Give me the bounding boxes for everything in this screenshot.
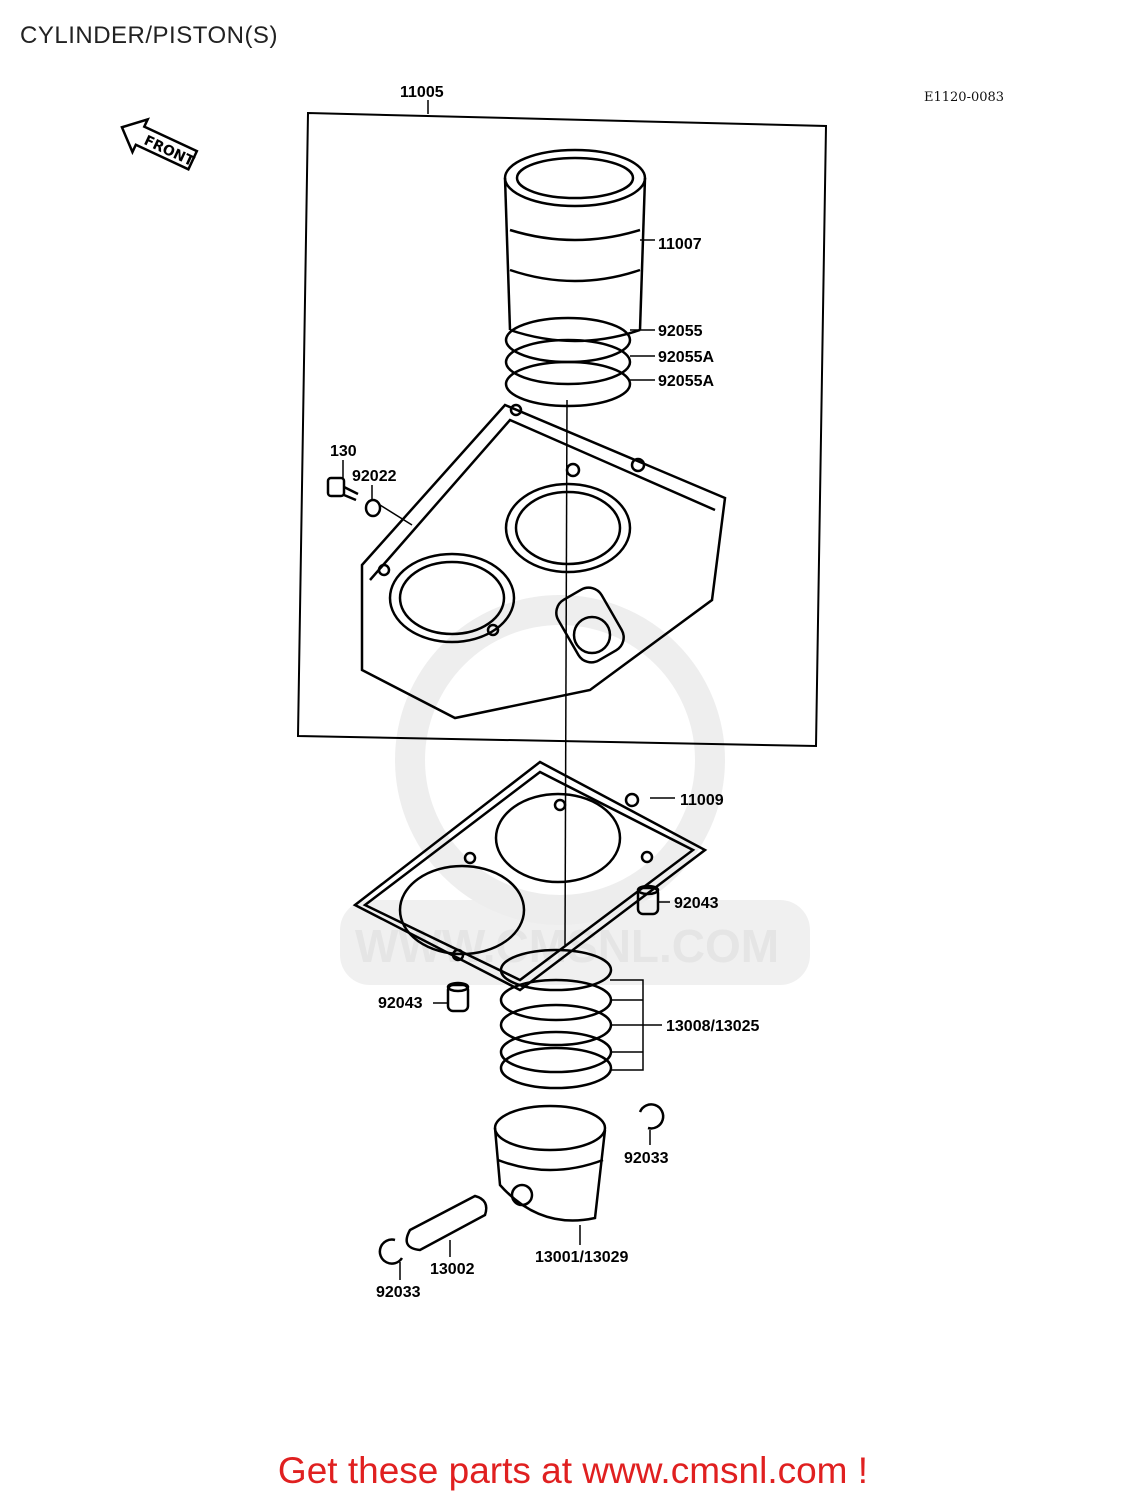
circlip-right [638, 1103, 665, 1130]
label-11005: 11005 [400, 84, 444, 101]
label-13001-13029: 13001/13029 [535, 1249, 629, 1266]
piston-pin [405, 1194, 488, 1252]
front-arrow-icon: FRONT [120, 117, 199, 171]
dowel-pin-left [446, 981, 470, 1013]
label-92055: 92055 [658, 323, 703, 340]
promo-banner[interactable]: Get these parts at www.cmsnl.com ! [0, 1450, 1146, 1492]
washer-92022 [364, 498, 382, 518]
label-130: 130 [330, 443, 357, 460]
cylinder-block [360, 403, 727, 720]
label-11009: 11009 [680, 792, 724, 809]
leader-lines [342, 239, 675, 1280]
label-13002: 13002 [430, 1261, 475, 1278]
cylinder-assembly-frame [296, 111, 828, 748]
page-title: CYLINDER/PISTON(S) [20, 22, 278, 49]
promo-link[interactable]: Get these parts at www.cmsnl.com ! [277, 1450, 869, 1491]
label-92055a-upper: 92055A [658, 349, 714, 366]
label-92055a-lower: 92055A [658, 373, 714, 390]
dowel-pin-right [636, 884, 660, 916]
diagram-reference-code: E1120-0083 [924, 90, 1005, 105]
piston [493, 1104, 607, 1222]
cylinder-base-gasket [352, 760, 708, 992]
piston-rings [499, 948, 613, 1090]
label-92043-right: 92043 [674, 895, 719, 912]
label-13008-13025: 13008/13025 [666, 1018, 760, 1035]
cmsnl-watermark: WWW.CMSNL.COM [340, 595, 810, 985]
o-rings [504, 316, 632, 408]
label-11007: 11007 [658, 236, 702, 253]
label-92043-left: 92043 [378, 995, 423, 1012]
label-92033-left: 92033 [376, 1284, 421, 1301]
bolt-130 [326, 476, 359, 502]
circlip-left [378, 1238, 404, 1265]
cylinder-liner [503, 148, 647, 343]
label-92033-right: 92033 [624, 1150, 669, 1167]
exploded-parts-diagram: WWW.CMSNL.COM FRONT [120, 84, 828, 1301]
label-92022: 92022 [352, 468, 397, 485]
